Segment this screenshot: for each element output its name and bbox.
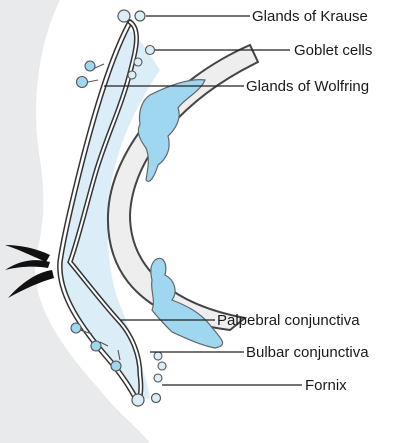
label-palpebral-conjunctiva: Palpebral conjunctiva <box>217 312 360 329</box>
lower-lacrimal-gland-cluster <box>150 257 224 349</box>
eyelash-lower <box>8 270 54 298</box>
fornix-gland-circle <box>150 392 162 404</box>
fornix-gland-circle <box>131 393 145 407</box>
conjunctival-sac <box>60 28 160 400</box>
glands-of-wolfring-group <box>70 60 122 372</box>
leader-lines <box>104 15 302 386</box>
label-fornix: Fornix <box>305 377 347 394</box>
gland-of-krause-circle <box>117 9 131 23</box>
conjunctival-membrane-inner <box>58 20 140 405</box>
label-bulbar-conjunctiva: Bulbar conjunctiva <box>246 344 369 361</box>
eyelash-middle <box>5 260 50 270</box>
eyelid-tissue <box>0 0 150 443</box>
palpebral-fold-inner <box>68 21 142 404</box>
gland-of-krause-circle <box>134 10 146 22</box>
label-goblet-cells: Goblet cells <box>294 42 372 59</box>
goblet-cell-group <box>127 44 167 383</box>
upper-lacrimal-gland-cluster <box>137 79 206 182</box>
label-glands-of-wolfring: Glands of Wolfring <box>246 78 369 95</box>
label-glands-of-krause: Glands of Krause <box>252 8 368 25</box>
eyelash-upper <box>5 245 50 262</box>
